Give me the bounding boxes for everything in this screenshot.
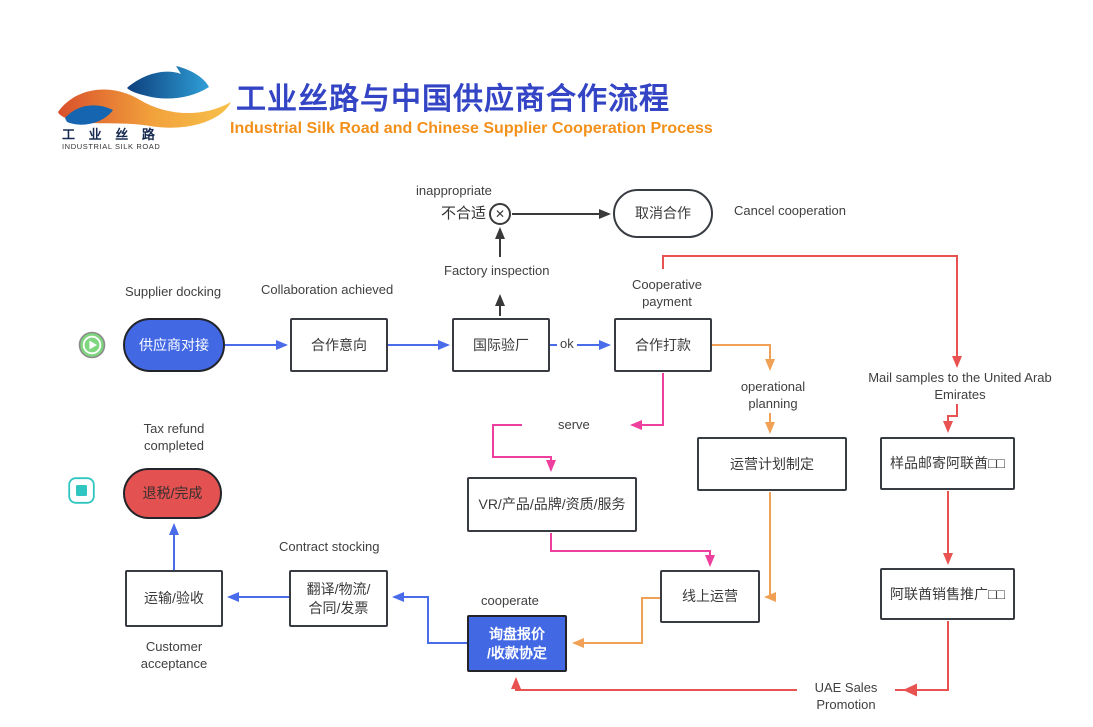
node-label-line2: 合同/发票 — [308, 599, 369, 616]
node-label-line1: 翻译/物流/ — [306, 581, 371, 598]
node-label: 退税/完成 — [142, 485, 203, 502]
caption-contract-stocking: Contract stocking — [279, 539, 380, 554]
brand-name-cn: 工 业 丝 路 — [62, 127, 160, 142]
logo-fish-shape — [127, 66, 209, 99]
page-title: 工业丝路与中国供应商合作流程 — [236, 83, 670, 116]
node-label: 国际验厂 — [473, 336, 529, 353]
caption-supplier-docking: Supplier docking — [124, 284, 222, 299]
node-cooperation-intention[interactable]: 合作意向 — [290, 318, 388, 372]
node-label: 样品邮寄阿联酋□□ — [890, 455, 1005, 472]
caption-customer-acceptance: Customer acceptance — [140, 639, 208, 671]
node-label: 供应商对接 — [139, 336, 209, 353]
node-label-line2: /收款协定 — [487, 644, 547, 661]
node-label: 合作打款 — [635, 336, 691, 353]
node-vr-service[interactable]: VR/产品/品牌/资质/服务 — [467, 477, 637, 532]
brand-logo — [58, 66, 231, 128]
node-label: 运输/验收 — [144, 590, 204, 607]
node-uae-sales-promotion[interactable]: 阿联酋销售推广□□ — [880, 568, 1015, 620]
pink-edges — [492, 373, 715, 567]
edge-label-ok: ok — [557, 336, 577, 353]
caption-factory-inspection: Factory inspection — [441, 263, 553, 280]
logo-blue-wave — [65, 105, 113, 125]
caption-cooperative-payment: Cooperative payment — [616, 277, 718, 311]
caption-cancel-cooperation: Cancel cooperation — [734, 203, 847, 218]
label-inappropriate-cn: 不合适 — [441, 205, 487, 222]
node-label: 阿联酋销售推广□□ — [890, 585, 1005, 602]
caption-mail-samples: Mail samples to the United Arab Emirates — [851, 370, 1069, 404]
edge-label-serve: serve — [555, 417, 593, 434]
node-online-operation[interactable]: 线上运营 — [660, 570, 760, 623]
node-label: 合作意向 — [311, 336, 367, 353]
node-translation-logistics[interactable]: 翻译/物流/ 合同/发票 — [289, 570, 388, 627]
brand-name-en: INDUSTRIAL SILK ROAD — [62, 142, 161, 151]
node-factory-inspection[interactable]: 国际验厂 — [452, 318, 550, 372]
node-label: 取消合作 — [635, 205, 691, 222]
caption-collaboration-achieved: Collaboration achieved — [261, 282, 394, 297]
node-tax-refund[interactable]: 退税/完成 — [123, 468, 222, 519]
stop-icon[interactable] — [68, 477, 95, 504]
node-label-line1: 询盘报价 — [489, 626, 545, 643]
node-transport-acceptance[interactable]: 运输/验收 — [125, 570, 223, 627]
reject-glyph: ✕ — [494, 207, 506, 221]
node-cancel-cooperation[interactable]: 取消合作 — [613, 189, 713, 238]
caption-tax-refund: Tax refund completed — [143, 421, 205, 453]
circle-x-icon[interactable]: ✕ — [489, 203, 511, 225]
play-icon[interactable] — [78, 331, 106, 359]
caption-uae-sales-promotion: UAE Sales Promotion — [797, 680, 895, 714]
node-label: 运营计划制定 — [730, 455, 814, 472]
node-operational-planning[interactable]: 运营计划制定 — [697, 437, 847, 491]
page-subtitle: Industrial Silk Road and Chinese Supplie… — [230, 120, 713, 137]
caption-operational-planning: operational planning — [722, 379, 824, 413]
node-supplier-docking[interactable]: 供应商对接 — [123, 318, 225, 372]
caption-inappropriate: inappropriate — [416, 183, 492, 198]
node-label: VR/产品/品牌/资质/服务 — [478, 496, 626, 513]
caption-cooperate: cooperate — [481, 593, 539, 608]
node-label: 线上运营 — [682, 588, 738, 605]
node-mail-samples[interactable]: 样品邮寄阿联酋□□ — [880, 437, 1015, 490]
node-inquiry-quotation[interactable]: 询盘报价 /收款协定 — [467, 615, 567, 672]
node-cooperative-payment[interactable]: 合作打款 — [614, 318, 712, 372]
